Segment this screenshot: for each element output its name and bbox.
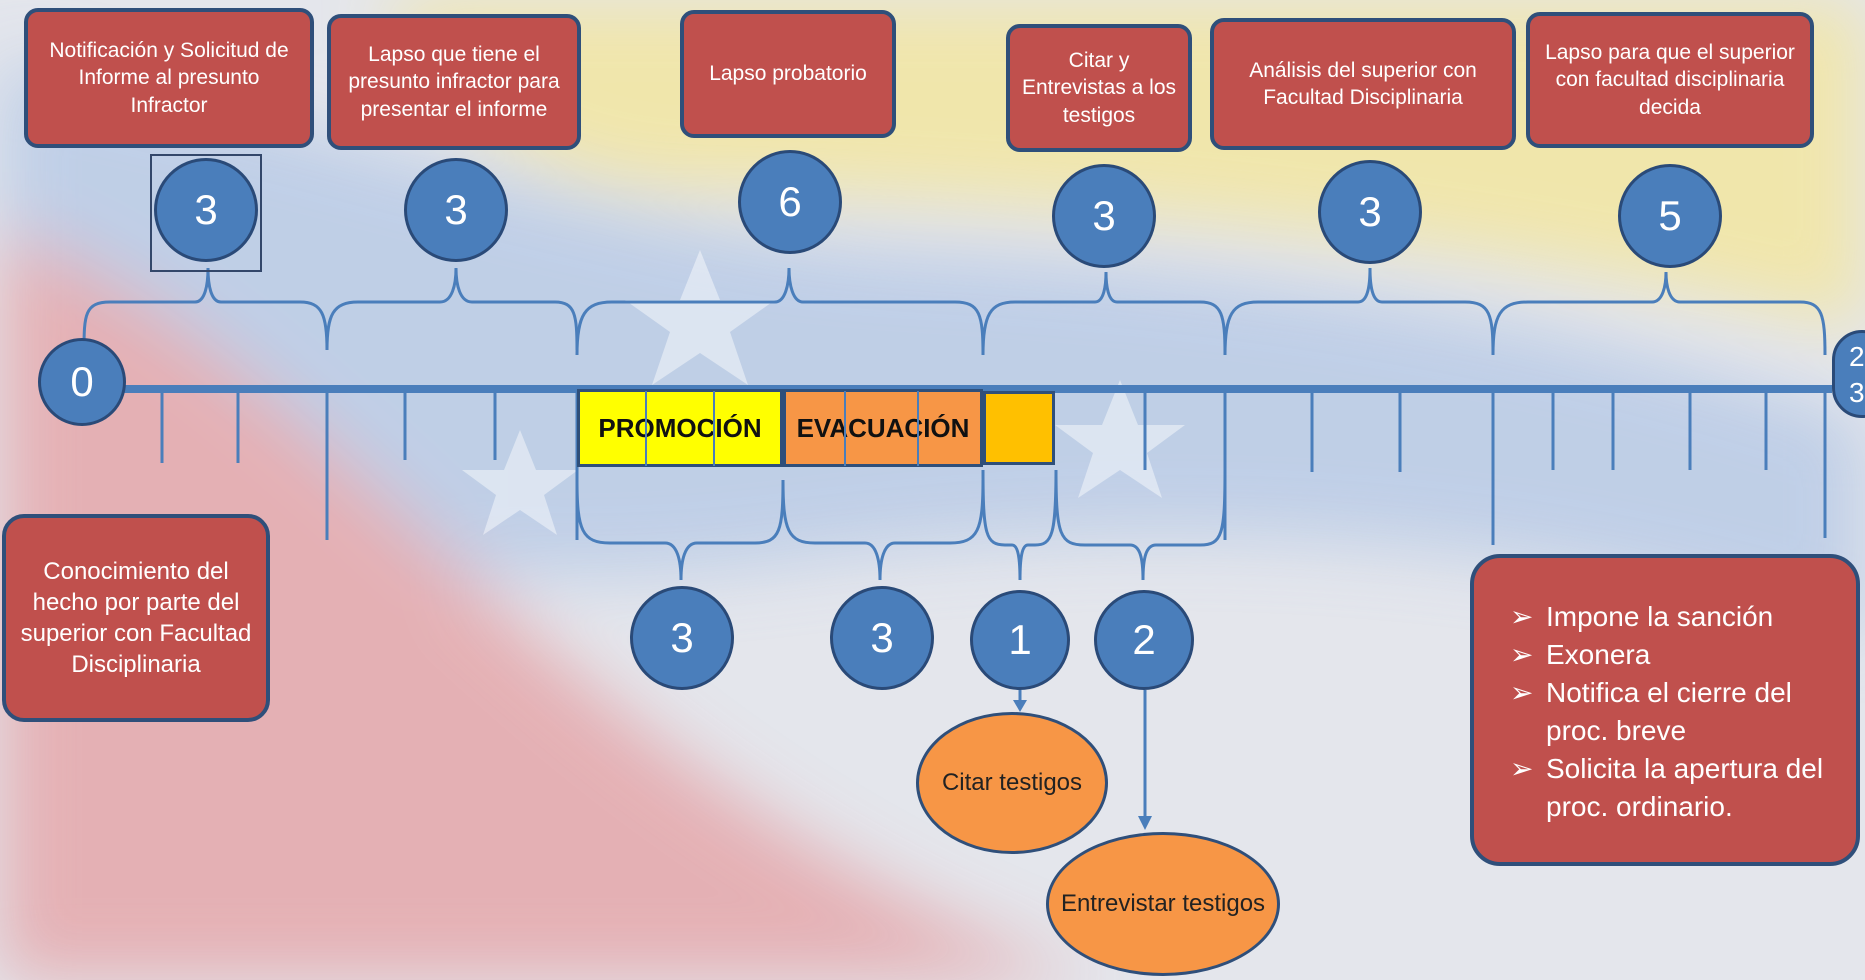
- box-lapso-informe: Lapso que tiene el presunto infractor pa…: [327, 14, 581, 150]
- circle-bottom-entrevistar: 2: [1094, 590, 1194, 690]
- circle-bottom-evacuacion: 3: [830, 586, 934, 690]
- decision-item-cierre: Notifica el cierre del proc. breve: [1510, 674, 1836, 750]
- box-analisis: Análisis del superior con Facultad Disci…: [1210, 18, 1516, 150]
- circle-top-decidir: 5: [1618, 164, 1722, 268]
- box-citar-entrevistas: Citar y Entrevistas a los testigos: [1006, 24, 1192, 152]
- decision-item-sancion: Impone la sanción: [1510, 598, 1836, 636]
- circle-bottom-promocion: 3: [630, 586, 734, 690]
- box-notificacion: Notificación y Solicitud de Informe al p…: [24, 8, 314, 148]
- circle-bottom-citar: 1: [970, 590, 1070, 690]
- circle-start: 0: [38, 338, 126, 426]
- circle-end: 2 3: [1832, 330, 1865, 418]
- circle-top-informe: 3: [404, 158, 508, 262]
- selection-outline: [150, 154, 262, 272]
- circle-top-analisis: 3: [1318, 160, 1422, 264]
- box-lapso-decidir: Lapso para que el superior con facultad …: [1526, 12, 1814, 148]
- box-lapso-probatorio: Lapso probatorio: [680, 10, 896, 138]
- decision-item-exonera: Exonera: [1510, 636, 1836, 674]
- segment-evacuacion: EVACUACIÓN: [783, 389, 983, 467]
- segment-testigos: [983, 391, 1055, 465]
- circle-top-notificacion: 3: [154, 158, 258, 262]
- oval-citar-testigos: Citar testigos: [916, 712, 1108, 854]
- circle-top-testigos: 3: [1052, 164, 1156, 268]
- decision-item-apertura: Solicita la apertura del proc. ordinario…: [1510, 750, 1836, 826]
- oval-entrevistar-testigos: Entrevistar testigos: [1046, 832, 1280, 976]
- box-conocimiento: Conocimiento del hecho por parte del sup…: [2, 514, 270, 722]
- circle-top-probatorio: 6: [738, 150, 842, 254]
- box-decision-list: Impone la sanción Exonera Notifica el ci…: [1470, 554, 1860, 866]
- segment-promocion: PROMOCIÓN: [577, 389, 783, 467]
- decision-list: Impone la sanción Exonera Notifica el ci…: [1510, 598, 1836, 826]
